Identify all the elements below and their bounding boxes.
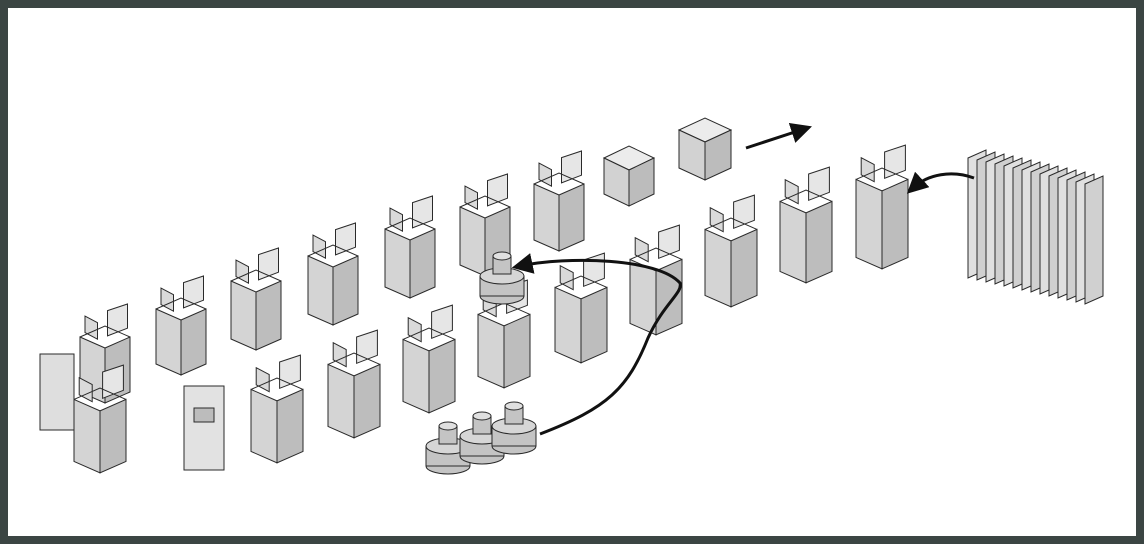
flow-arrow: [511, 122, 975, 436]
carton-row-front: [39, 144, 909, 474]
flat-carton-blank-stack: [967, 149, 1104, 305]
carton-forming-station: [533, 150, 585, 252]
bottom-sealing-station: [327, 329, 381, 439]
bottom-sealing-station: [554, 252, 608, 364]
diagram-frame: [8, 8, 1136, 536]
carton-forming-station: [307, 222, 359, 326]
carton-forming-station: [230, 247, 282, 351]
carton-forming-station: [384, 195, 436, 299]
bottom-sealing-station: [855, 144, 909, 270]
bottle: [425, 421, 471, 475]
bottom-sealing-station: [402, 304, 456, 414]
bottom-sealing-station: [779, 166, 833, 284]
top-closing-station: [73, 364, 127, 474]
bottle-supply: [425, 251, 537, 475]
bottle: [491, 401, 537, 455]
bottom-sealing-station: [704, 194, 758, 308]
packaging-line-diagram: [39, 117, 1104, 475]
flat-carton-blank: [1084, 175, 1104, 305]
carton-forming-station: [155, 275, 207, 376]
bottom-sealing-station: [250, 354, 304, 464]
sealed-carton: [39, 353, 225, 471]
bottom-sealing-station: [629, 224, 683, 336]
sealed-carton: [602, 117, 733, 207]
carton-row-back: [79, 150, 585, 404]
bottle: [479, 251, 525, 305]
